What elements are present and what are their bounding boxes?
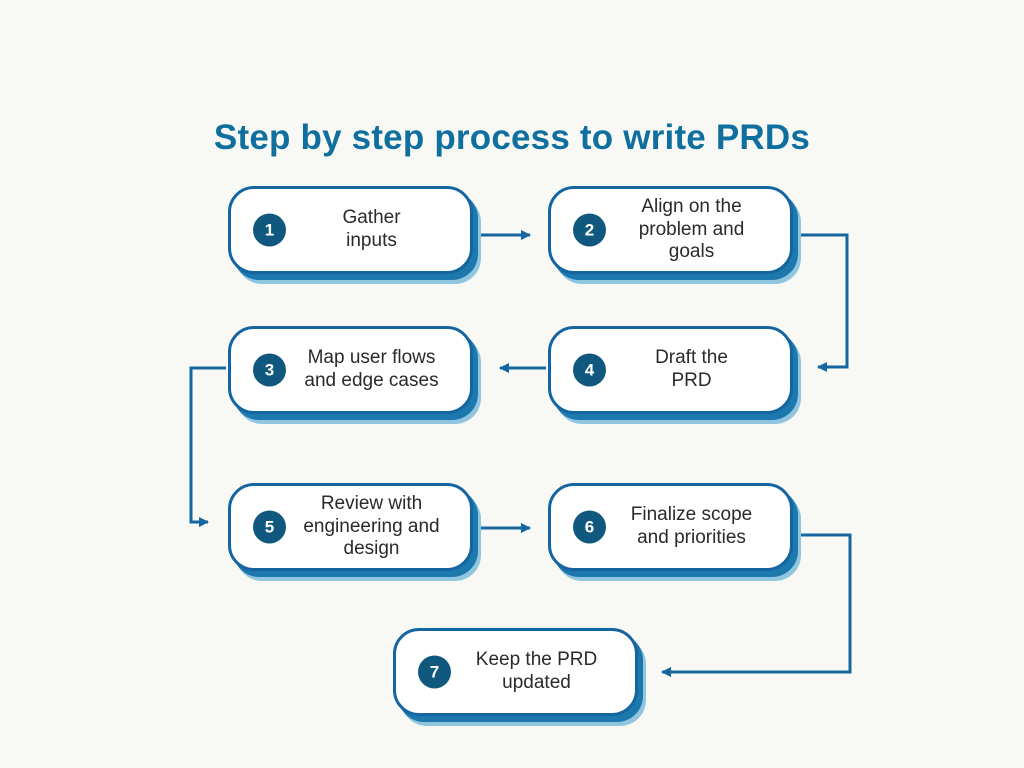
page-title: Step by step process to write PRDs	[213, 118, 811, 157]
arrow-step2-to-step4	[799, 233, 849, 372]
step-box-2: 2 Align on the problem and goals	[548, 186, 793, 274]
step-box-7: 7 Keep the PRD updated	[393, 628, 638, 716]
step-label: Finalize scope and priorities	[630, 504, 753, 548]
step-box-4: 4 Draft the PRD	[548, 326, 793, 414]
step-label: Draft the PRD	[655, 347, 728, 391]
step-label: Gather inputs	[342, 207, 401, 251]
step-box-5: 5 Review with engineering and design	[228, 483, 473, 571]
step-label: Review with engineering and design	[303, 492, 440, 560]
step-label: Map user flows and edge cases	[304, 347, 439, 391]
step-number-badge: 2	[573, 213, 606, 247]
step-box-1: 1 Gather inputs	[228, 186, 473, 274]
arrow-step3-to-step5	[189, 366, 226, 527]
step-number-badge: 7	[418, 655, 451, 689]
step-number-badge: 4	[573, 353, 606, 387]
step-number-badge: 3	[253, 353, 286, 387]
step-label: Keep the PRD updated	[475, 649, 598, 693]
step-box-6: 6 Finalize scope and priorities	[548, 483, 793, 571]
step-number-badge: 6	[573, 510, 606, 544]
step-box-3: 3 Map user flows and edge cases	[228, 326, 473, 414]
step-label: Align on the problem and goals	[638, 195, 745, 263]
step-number-badge: 1	[253, 213, 286, 247]
step-number-badge: 5	[253, 510, 286, 544]
